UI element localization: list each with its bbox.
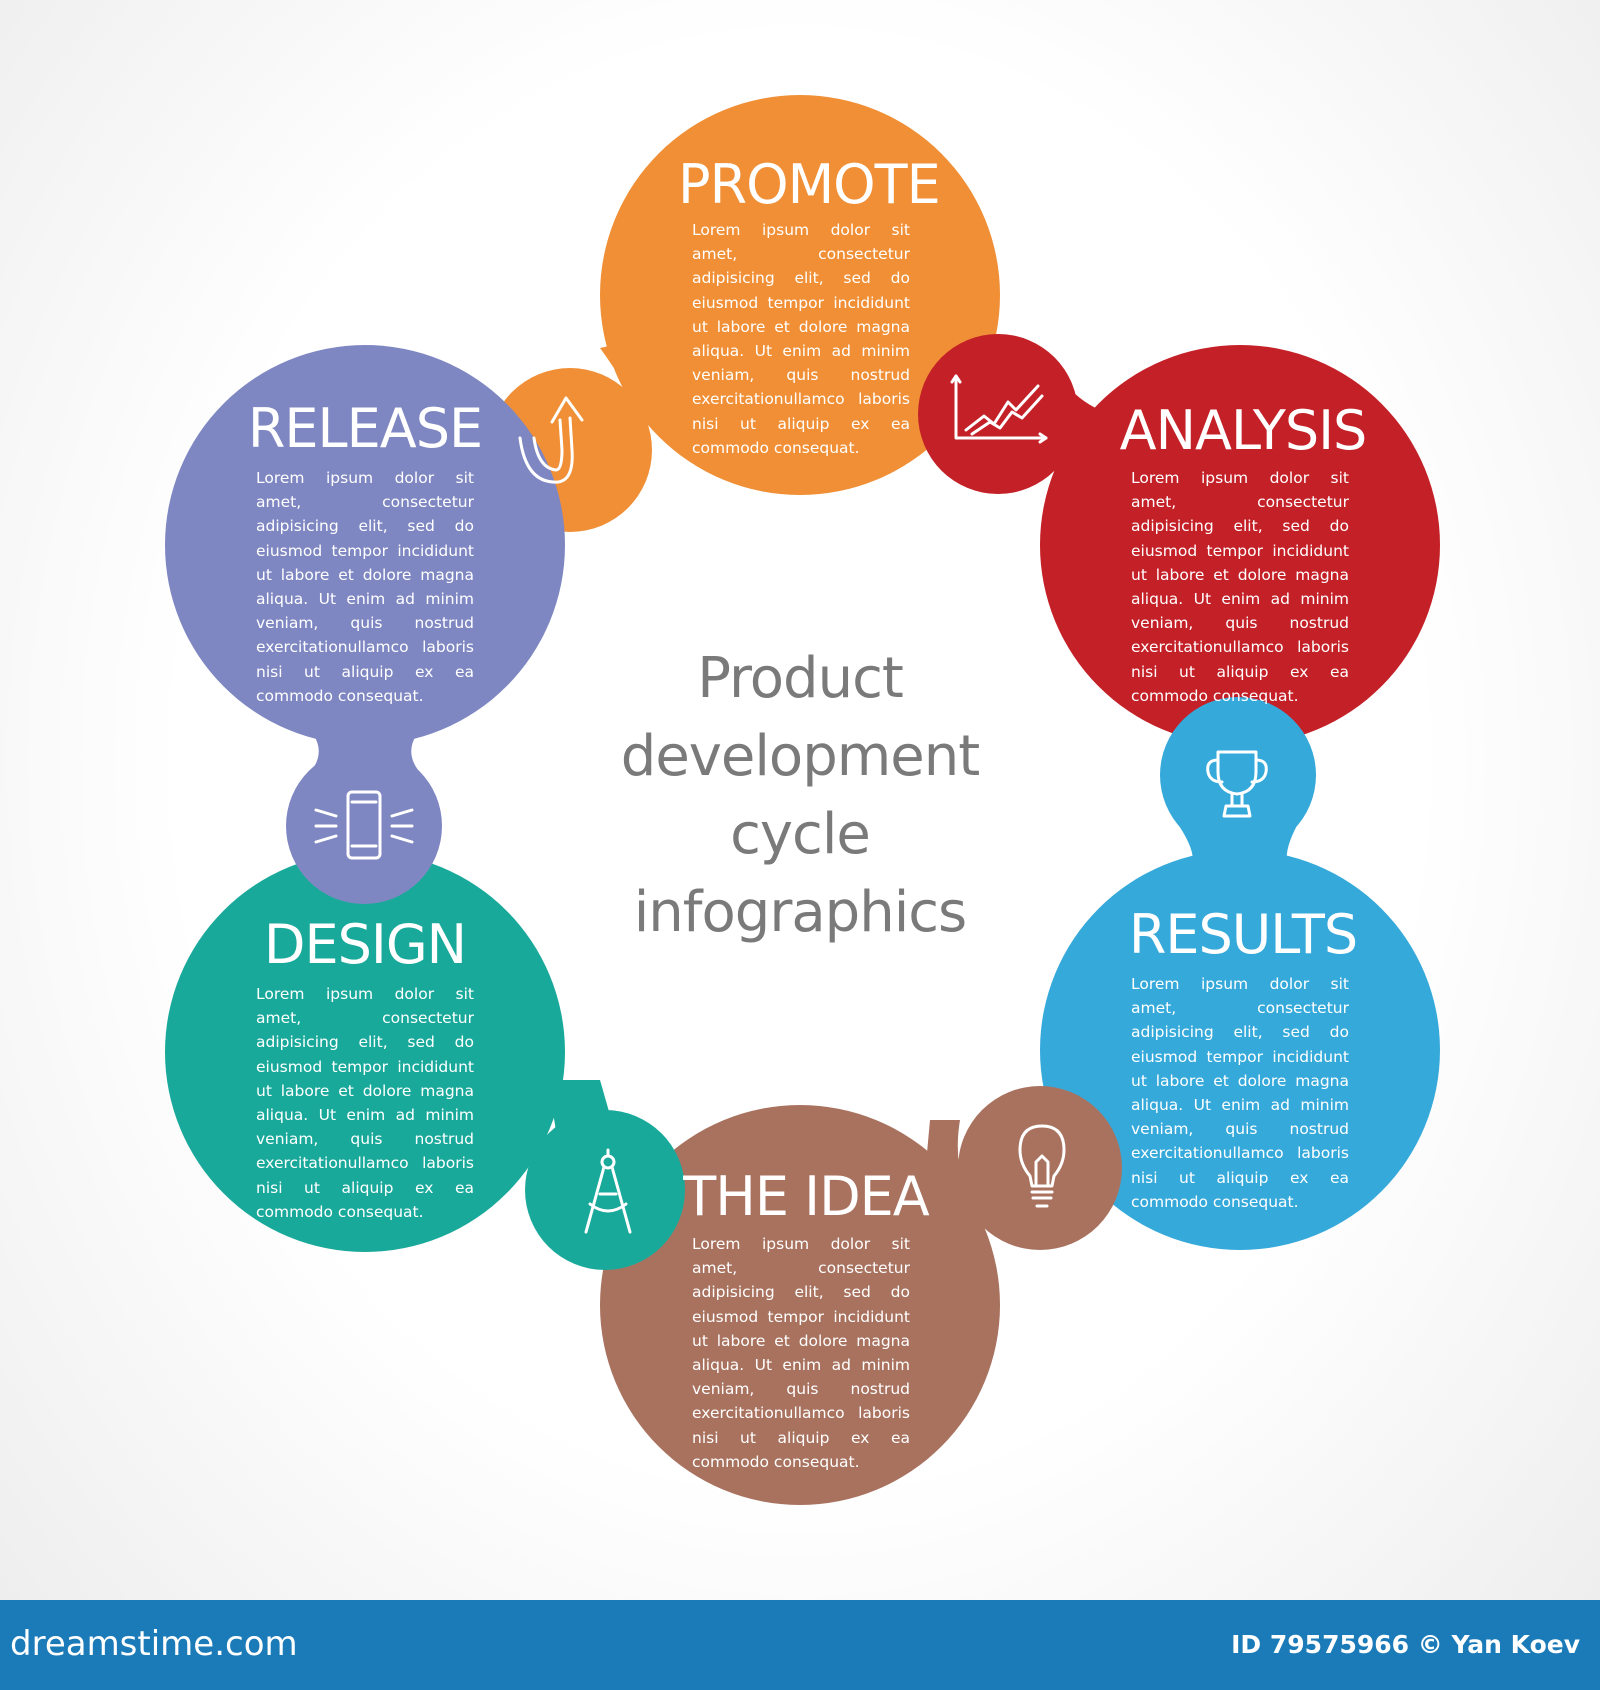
center-title: Product development cycle infographics [560,640,1040,952]
stage-shape-the-idea [600,1086,1122,1505]
center-title-line: infographics [633,880,967,945]
stage-shapes [165,95,1440,1505]
drafting-compass-icon [580,1148,636,1236]
trophy-icon [1202,746,1272,822]
stage-title-design: DESIGN [263,913,467,976]
stage-body-design: Lorem ipsum dolor sit amet, consectetur … [256,985,474,1221]
stage-body-analysis: Lorem ipsum dolor sit amet, consectetur … [1131,469,1349,705]
line-chart-icon [950,372,1050,444]
lightbulb-icon [1016,1122,1068,1212]
arrow-curve-up-icon [512,392,622,492]
footer-credit: ID 79575966 © Yan Koev [1231,1630,1580,1659]
stage-body-promote: Lorem ipsum dolor sit amet, consectetur … [692,221,910,457]
stage-title-promote: PROMOTE [678,153,941,216]
stage-shape-results [1040,697,1440,1250]
stage-body-release: Lorem ipsum dolor sit amet, consectetur … [256,469,474,705]
stage-body-the-idea: Lorem ipsum dolor sit amet, consectetur … [692,1235,910,1471]
stage-shape-design [165,852,685,1270]
stage-title-the-idea: THE IDEA [683,1165,929,1228]
stage-title-analysis: ANALYSIS [1119,399,1368,462]
stage-shape-release [165,345,565,904]
stage-body-results: Lorem ipsum dolor sit amet, consectetur … [1131,975,1349,1211]
product-cycle-diagram: PROMOTE ANALYSIS RESULTS THE IDEA DESIGN… [165,95,1440,1505]
footer-brand[interactable]: dreamstime.com [10,1624,298,1664]
smartphone-vibrating-icon [312,788,416,864]
stage-title-results: RESULTS [1128,903,1358,966]
stage-shape-analysis [918,334,1440,745]
stage-title-release: RELEASE [247,397,483,460]
footer-bar: dreamstime.com ID 79575966 © Yan Koev [0,1600,1600,1690]
stage-shape-promote [488,95,1000,532]
center-title-line: development [620,724,980,789]
center-title-line: cycle [730,802,871,867]
center-title-line: Product [697,646,904,711]
